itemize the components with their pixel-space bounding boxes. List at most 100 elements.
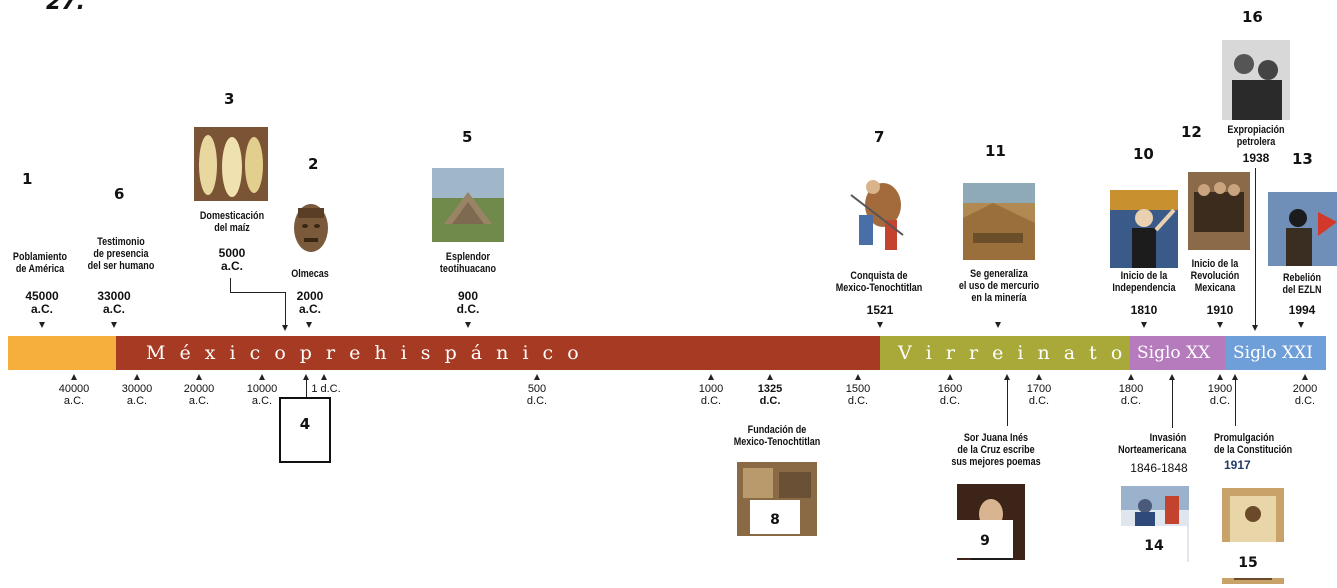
independencia-date: 1810 [1130,303,1158,317]
era-virreinato-label: V i r r e i n a t o [898,342,1127,364]
number-8: 8 [770,512,780,528]
revolucion-date: 1910 [1206,303,1234,317]
era-prehispanico [116,336,880,370]
number-3: 3 [224,90,235,108]
answer-box-14[interactable]: 14 [1121,526,1187,564]
number-7: 7 [874,128,885,146]
conquista-date: 1521 [866,303,894,317]
constitucion-label: Promulgación de la Constitución [1214,432,1293,456]
maiz-marker [282,325,288,331]
answer-box-9[interactable]: 9 [957,520,1013,558]
maiz-connector-v2 [285,292,286,326]
era-early [8,336,116,370]
testimonio-marker [111,322,117,328]
expropiacion-image [1222,40,1290,120]
number-11: 11 [985,142,1006,160]
independencia-label: Inicio de la Independencia [1112,270,1176,294]
scale-tick [708,374,714,380]
scale-label: 1 d.C. [311,383,341,395]
constitucion-date: 1917 [1224,458,1251,472]
poblamiento-label: Poblamiento de América [12,251,68,275]
question-number: 27. [46,0,85,15]
revolucion-image [1188,172,1250,250]
era-siglo-xxi-label: Siglo XXI [1233,343,1313,363]
answer-box-15[interactable]: 15 [1212,542,1284,578]
scale-tick [767,374,773,380]
maiz-date: 5000 a.C. [218,246,246,273]
mineria-image [963,183,1035,260]
scale-tick [259,374,265,380]
number-13: 13 [1292,150,1313,168]
ezln-image [1268,192,1337,266]
scale-tick [534,374,540,380]
invasion-label: Invasión Norteamericana [1118,432,1187,456]
scale-tick [1128,374,1134,380]
ezln-date: 1994 [1288,303,1316,317]
scale-tick [1036,374,1042,380]
expropiacion-date: 1938 [1242,151,1270,165]
answer-box-4[interactable]: 4 [279,397,331,463]
scale-tick [855,374,861,380]
number-16: 16 [1242,8,1263,26]
corn-image [194,127,268,201]
expropiacion-label: Expropiación petrolera [1227,124,1285,148]
number-9: 9 [980,533,990,549]
number-14: 14 [1144,538,1164,554]
number-4: 4 [299,415,311,433]
revolucion-label: Inicio de la Revolución Mexicana [1190,258,1240,294]
expropiacion-connector [1255,168,1256,326]
testimonio-label: Testimonio de presencia del ser humano [87,236,155,272]
era-prehispanico-label: M é x i c o p r e h i s p á n i c o [146,342,583,364]
number-2: 2 [308,155,319,173]
constitucion-marker [1232,374,1238,380]
number-5: 5 [462,128,473,146]
number-12: 12 [1181,123,1202,141]
fundacion-label: Fundación de Mexico-Tenochtitlan [733,424,821,448]
poblamiento-marker [39,322,45,328]
number-15: 15 [1238,555,1258,571]
conquista-image [843,165,913,261]
invasion-date: 1846-1848 [1130,461,1188,475]
maiz-label: Domesticación del maíz [199,210,265,234]
answer-box-8[interactable]: 8 [750,500,800,534]
era-siglo-xx-label: Siglo XX [1137,343,1211,363]
scale-tick [196,374,202,380]
mercurio-marker [995,322,1001,328]
teotihuacano-date: 900 d.C. [456,289,480,316]
olmecas-date: 2000 a.C. [296,289,324,316]
number-10: 10 [1133,145,1154,163]
expropiacion-marker [1252,325,1258,331]
ezln-marker [1298,322,1304,328]
era-siglo-xx [1130,336,1225,370]
sorjuana-marker [1004,374,1010,380]
maiz-connector-v1 [230,278,231,292]
independencia-marker [1141,322,1147,328]
olmecas-marker [306,322,312,328]
teotihuacan-image [432,168,504,242]
mercurio-label: Se generaliza el uso de mercurio en la m… [958,268,1040,304]
conquista-label: Conquista de Mexico-Tenochtitlan [835,270,923,294]
scale-tick [321,374,327,380]
scale-tick [1302,374,1308,380]
teotihuacano-label: Esplendor teotihuacano [439,251,497,275]
era-siglo-xxi [1225,336,1326,370]
number-6: 6 [114,185,125,203]
sorjuana-label: Sor Juana Inés de la Cruz escribe sus me… [951,432,1041,468]
invasion-connector [1172,380,1173,428]
scale-tick [1217,374,1223,380]
scale-tick [947,374,953,380]
olmec-head-image [290,200,332,255]
number-1: 1 [22,170,33,188]
olmecas-label: Olmecas [291,268,329,280]
scale-tick [134,374,140,380]
poblamiento-date: 45000 a.C. [25,289,59,316]
